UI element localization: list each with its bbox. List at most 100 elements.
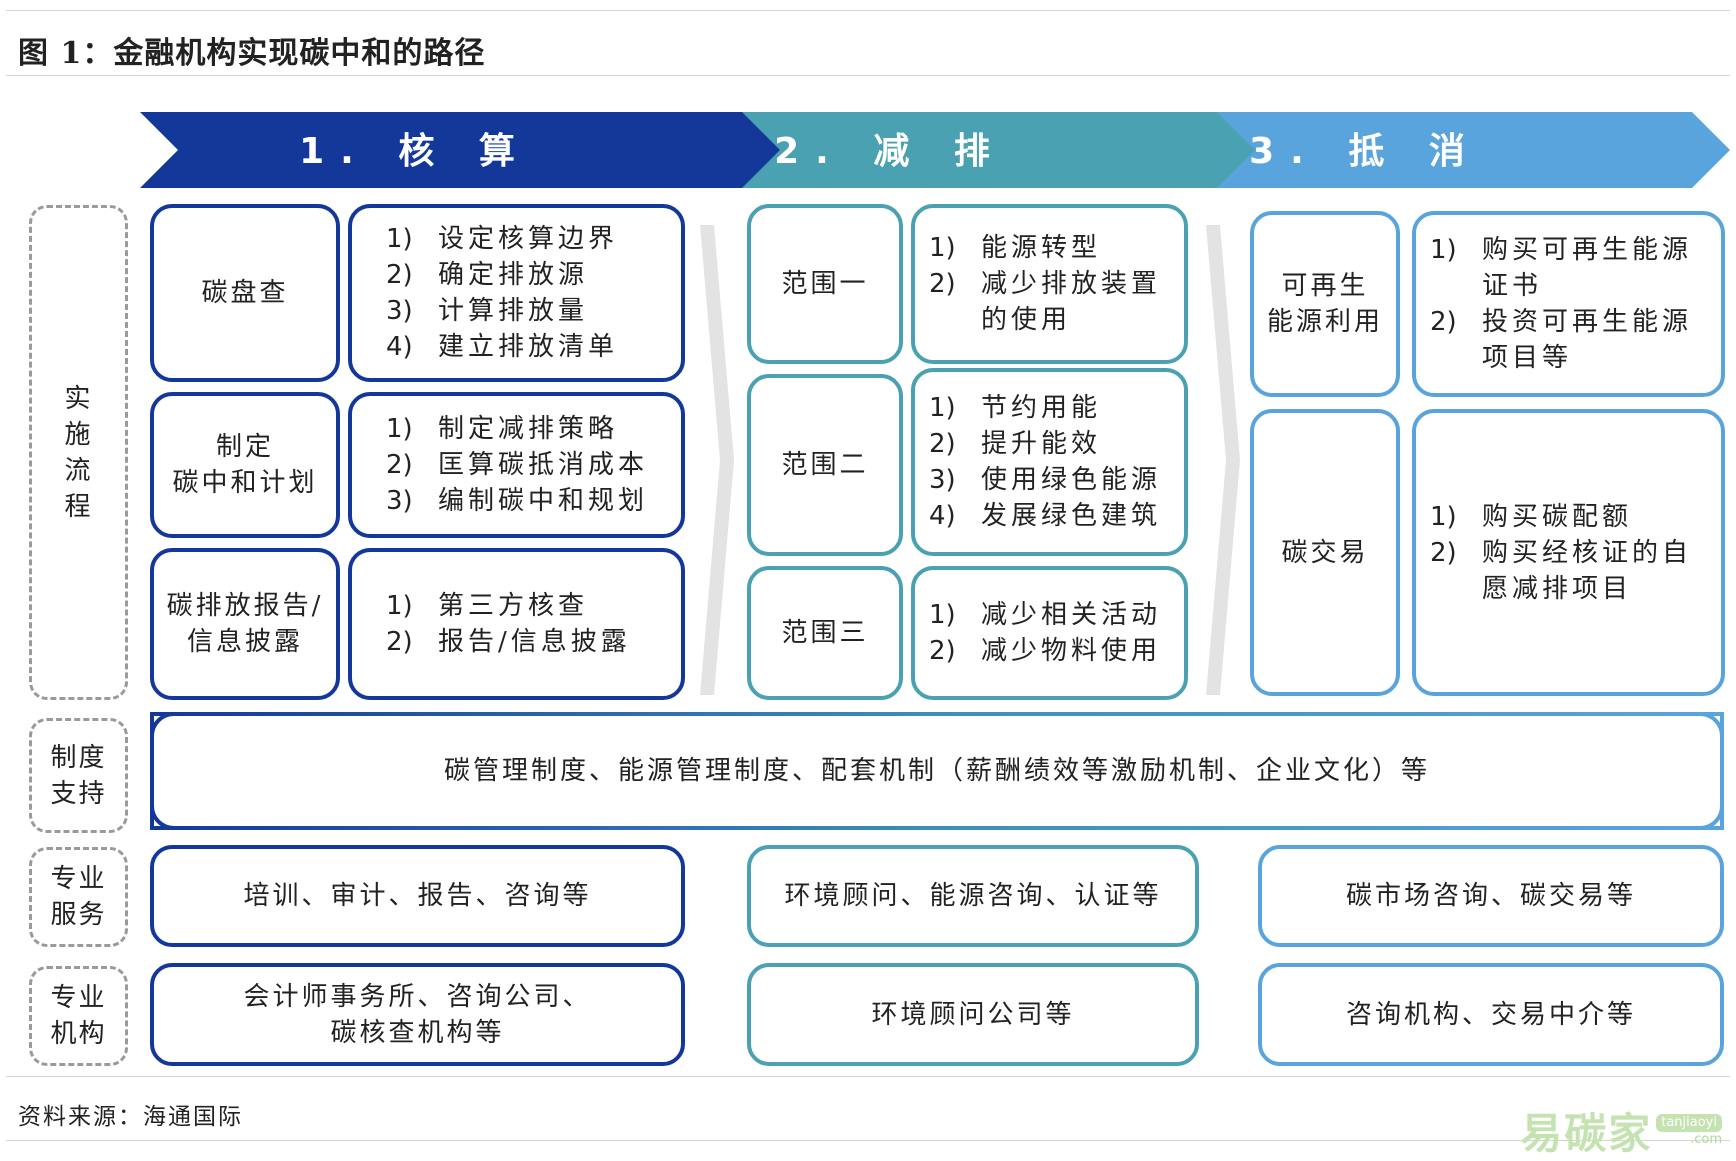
item-text: 计算排放量 bbox=[438, 296, 589, 326]
list-item: 2) 投资可再生能源 bbox=[1430, 304, 1692, 340]
reduction-label-scope3: 范围三 bbox=[747, 566, 903, 700]
step-label-offset: 3. 抵 消 bbox=[1249, 131, 1481, 172]
system-support-border bbox=[150, 712, 1724, 830]
service-text: 环境顾问、能源咨询、认证等 bbox=[784, 881, 1162, 911]
item-list: 1)能源转型 2)减少排放装置 的使用 bbox=[929, 230, 1161, 338]
item-number bbox=[929, 302, 981, 338]
item-text: 愿减排项目 bbox=[1482, 573, 1633, 604]
top-rule bbox=[6, 10, 1730, 11]
item-number: 3) bbox=[386, 486, 413, 516]
list-item: 1) 购买碳配额 bbox=[1430, 499, 1692, 535]
institution-line: 会计师事务所、咨询公司、 bbox=[243, 981, 592, 1012]
watermark-logo: 易碳家 tanjiaoyi .com bbox=[1520, 1100, 1722, 1161]
item-text: 提升能效 bbox=[981, 429, 1102, 459]
footer-rule bbox=[6, 1076, 1730, 1077]
item-text: 编制碳中和规划 bbox=[438, 486, 649, 516]
item-number: 2) bbox=[1430, 537, 1457, 568]
institution-box-offset: 咨询机构、交易中介等 bbox=[1258, 963, 1724, 1066]
list-item: 2)报告/信息披露 bbox=[386, 624, 631, 660]
list-item: 3) 计算排放量 bbox=[386, 293, 618, 329]
source-note: 资料来源：海通国际 bbox=[18, 1104, 243, 1130]
scope-label-text: 范围一 bbox=[781, 269, 869, 299]
list-item: 2) 购买经核证的自 bbox=[1430, 535, 1692, 571]
item-number: 1) bbox=[929, 393, 956, 423]
item-text: 购买碳配额 bbox=[1482, 501, 1633, 532]
item-number: 2) bbox=[386, 450, 413, 480]
institution-box-accounting: 会计师事务所、咨询公司、碳核查机构等 bbox=[150, 963, 685, 1066]
bottom-rule bbox=[6, 1140, 1730, 1141]
accounting-label-disclosure: 碳排放报告/信息披露 bbox=[150, 548, 340, 700]
list-item: 1)设定核算边界 bbox=[386, 221, 618, 257]
item-list: 1)节约用能 2)提升能效 3)使用绿色能源 4)发展绿色建筑 bbox=[929, 390, 1161, 534]
item-number: 2) bbox=[929, 636, 956, 666]
reduction-steps-scope2: 1)节约用能 2)提升能效 3)使用绿色能源 4)发展绿色建筑 bbox=[911, 368, 1188, 556]
list-item: 2)确定排放源 bbox=[386, 257, 618, 293]
institution-text: 环境顾问公司等 bbox=[871, 999, 1075, 1030]
side-label-institution-text: 专业机构 bbox=[50, 983, 107, 1049]
institution-line: 碳核查机构等 bbox=[330, 1017, 505, 1048]
item-list: 1) 第三方核查 2)报告/信息披露 bbox=[386, 588, 631, 660]
item-text: 投资可再生能源 bbox=[1482, 307, 1693, 337]
step-arrow-1 bbox=[140, 112, 780, 188]
service-box-accounting: 培训、审计、报告、咨询等 bbox=[150, 845, 685, 947]
item-text: 能源转型 bbox=[981, 233, 1102, 263]
item-text: 设定核算边界 bbox=[438, 224, 619, 254]
item-text: 购买可再生能源 bbox=[1482, 235, 1693, 265]
item-number: 4) bbox=[386, 332, 413, 362]
reduction-label-scope1: 范围一 bbox=[747, 204, 903, 364]
list-item: 2) 减少物料使用 bbox=[929, 633, 1161, 669]
item-number: 3) bbox=[386, 296, 413, 326]
label-line: 可再生 bbox=[1281, 271, 1369, 301]
label-line: 碳中和计划 bbox=[172, 468, 318, 498]
list-item: 的使用 bbox=[929, 302, 1161, 338]
item-text: 减少排放装置 bbox=[981, 269, 1162, 299]
institution-box-reduction: 环境顾问公司等 bbox=[747, 963, 1199, 1066]
item-text: 项目等 bbox=[1482, 343, 1573, 373]
service-text: 培训、审计、报告、咨询等 bbox=[243, 881, 592, 911]
item-list: 1)制定减排策略 2) 匡算碳抵消成本 3) 编制碳中和规划 bbox=[386, 411, 648, 519]
list-item: 1)节约用能 bbox=[929, 390, 1161, 426]
list-item: 2) 匡算碳抵消成本 bbox=[386, 447, 648, 483]
item-text: 发展绿色建筑 bbox=[981, 501, 1162, 531]
item-list: 1)设定核算边界 2)确定排放源 3) 计算排放量 4) 建立排放清单 bbox=[386, 221, 618, 365]
watermark-domain: tanjiaoyi .com bbox=[1656, 1113, 1722, 1148]
accounting-label-carbon-inventory: 碳盘查 bbox=[150, 204, 340, 382]
item-text: 匡算碳抵消成本 bbox=[438, 450, 649, 480]
accounting-label-text: 制定碳中和计划 bbox=[172, 429, 317, 501]
item-text: 使用绿色能源 bbox=[981, 465, 1162, 495]
item-text: 报告/信息披露 bbox=[438, 627, 631, 657]
item-number: 2) bbox=[386, 260, 413, 290]
watermark-domain-name: tanjiaoyi bbox=[1656, 1113, 1722, 1132]
reduction-steps-scope3: 1)减少相关活动 2) 减少物料使用 bbox=[911, 566, 1188, 700]
item-number: 2) bbox=[1430, 307, 1457, 337]
list-item: 1)减少相关活动 bbox=[929, 597, 1161, 633]
list-item: 愿减排项目 bbox=[1430, 571, 1692, 607]
item-number: 1) bbox=[929, 600, 956, 630]
list-item: 1)制定减排策略 bbox=[386, 411, 648, 447]
reduction-label-scope2: 范围二 bbox=[747, 374, 903, 556]
offset-label-carbon-trading: 碳交易 bbox=[1250, 409, 1400, 696]
item-text: 减少物料使用 bbox=[981, 636, 1162, 666]
offset-steps-renewable: 1)购买可再生能源 证书 2)投资可再生能源 项目等 bbox=[1412, 211, 1725, 397]
watermark-brand: 易碳家 bbox=[1520, 1109, 1653, 1158]
institution-text: 咨询机构、交易中介等 bbox=[1345, 999, 1636, 1030]
service-box-offset: 碳市场咨询、碳交易等 bbox=[1258, 845, 1724, 947]
item-text: 建立排放清单 bbox=[438, 332, 619, 362]
item-number: 1) bbox=[386, 591, 413, 621]
accounting-steps-plan: 1)制定减排策略 2) 匡算碳抵消成本 3) 编制碳中和规划 bbox=[348, 392, 685, 538]
side-label-system-text: 制度支持 bbox=[50, 742, 107, 809]
title-rule bbox=[6, 75, 1730, 76]
scope-label-text: 范围三 bbox=[781, 618, 869, 648]
list-item: 4)发展绿色建筑 bbox=[929, 498, 1161, 534]
list-item: 3)使用绿色能源 bbox=[929, 462, 1161, 498]
item-list: 1)购买可再生能源 证书 2)投资可再生能源 项目等 bbox=[1430, 232, 1692, 376]
side-label-service: 专业服务 bbox=[29, 847, 128, 947]
service-box-reduction: 环境顾问、能源咨询、认证等 bbox=[747, 845, 1199, 947]
item-text: 购买经核证的自 bbox=[1482, 537, 1693, 568]
item-list: 1)减少相关活动 2) 减少物料使用 bbox=[929, 597, 1161, 669]
flow-chevron-2 bbox=[1206, 225, 1240, 695]
side-label-process: 实施流程 bbox=[29, 205, 128, 700]
list-item: 项目等 bbox=[1430, 340, 1692, 376]
item-text: 第三方核查 bbox=[438, 591, 589, 621]
item-number: 1) bbox=[1430, 501, 1457, 532]
